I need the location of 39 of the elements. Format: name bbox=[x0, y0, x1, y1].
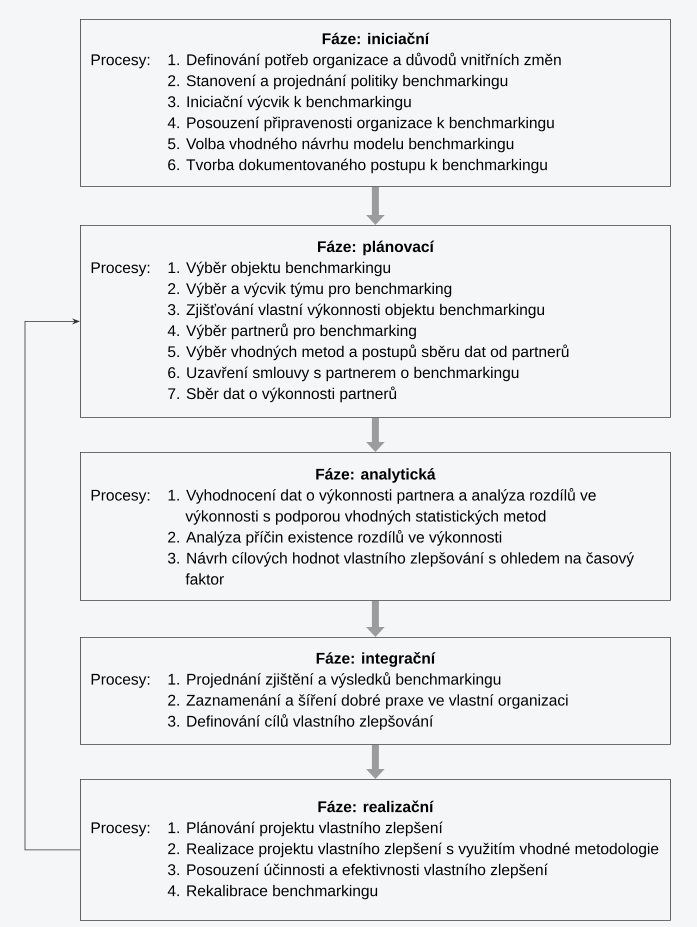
process-item: 3. Definování cílů vlastního zlepšování bbox=[168, 714, 434, 730]
arrow bbox=[24, 318, 80, 850]
process-item: 2. Realizace projektu vlastního zlepšení s využitím vhodné metodologie bbox=[168, 842, 658, 858]
processes-label: Procesy: bbox=[92, 262, 150, 276]
phase-heading: Fáze: iniciační bbox=[322, 32, 430, 44]
phase-box bbox=[80, 19, 671, 187]
processes-label: Procesy: bbox=[92, 54, 150, 68]
process-item: 5. Výběr vhodných metod a postupů sběru dat od partnerů bbox=[168, 344, 568, 360]
processes-label: Procesy: bbox=[92, 674, 150, 688]
processes-label: Procesy: bbox=[92, 822, 150, 836]
phase-heading: Fáze: analytická bbox=[316, 468, 436, 483]
process-item: 2. Analýza příčin existence rozdílů ve výkonnosti bbox=[168, 530, 502, 546]
process-item: 1. Projednání zjištění a výsledků benchmarkingu bbox=[168, 672, 500, 688]
phase-box bbox=[80, 452, 671, 601]
process-item: 7. Sběr dat o výkonnosti partnerů bbox=[168, 386, 396, 402]
process-item: 6. Tvorba dokumentovaného postupu k benchmarkingu bbox=[168, 158, 547, 174]
process-item: 3. Návrh cílových hodnot vlastního zlepšování s ohledem na časový faktor bbox=[168, 552, 634, 585]
process-item: 4. Výběr partnerů pro benchmarking bbox=[168, 324, 416, 340]
process-item: 6. Uzavření smlouvy s partnerem o benchmarkingu bbox=[168, 366, 518, 382]
process-item: 2. Výběr a výcvik týmu pro benchmarking bbox=[168, 282, 452, 298]
process-item: 3. Zjišťování vlastní výkonnosti objektu benchmarkingu bbox=[168, 304, 544, 318]
process-item: 1. Výběr objektu benchmarkingu bbox=[168, 262, 390, 276]
process-item: 2. Zaznamenání a šíření dobré praxe ve vlastní organizaci bbox=[168, 694, 568, 709]
process-item: 4. Rekalibrace benchmarkingu bbox=[168, 884, 378, 900]
process-item: 4. Posouzení připravenosti organizace k benchmarkingu bbox=[168, 116, 554, 132]
phase-heading: Fáze: integrační bbox=[316, 652, 436, 667]
phase-heading: Fáze: realizační bbox=[318, 800, 434, 812]
process-item: 1. Definování potřeb organizace a důvodů vnitřních změn bbox=[168, 52, 561, 68]
process-item: 5. Volba vhodného návrhu modelu benchmarkingu bbox=[168, 138, 514, 152]
processes-label: Procesy: bbox=[92, 490, 150, 504]
phase-box bbox=[80, 637, 671, 745]
process-item: 3. Iniciační výcvik k benchmarkingu bbox=[168, 96, 411, 110]
phase-box bbox=[80, 225, 671, 418]
phase-heading: Fáze: plánovací bbox=[318, 240, 434, 256]
phase-box bbox=[80, 779, 671, 921]
process-item: 3. Posouzení účinnosti a efektivnosti vlastního zlepšení bbox=[168, 864, 548, 878]
process-item: 1. Vyhodnocení dat o výkonnosti partnera a analýza rozdílů ve výkonnosti s podporou vhodných statistických metod bbox=[168, 488, 596, 525]
process-item: 2. Stanovení a projednání politiky benchmarkingu bbox=[168, 74, 508, 90]
process-item: 1. Plánování projektu vlastního zlepšení bbox=[168, 822, 443, 836]
